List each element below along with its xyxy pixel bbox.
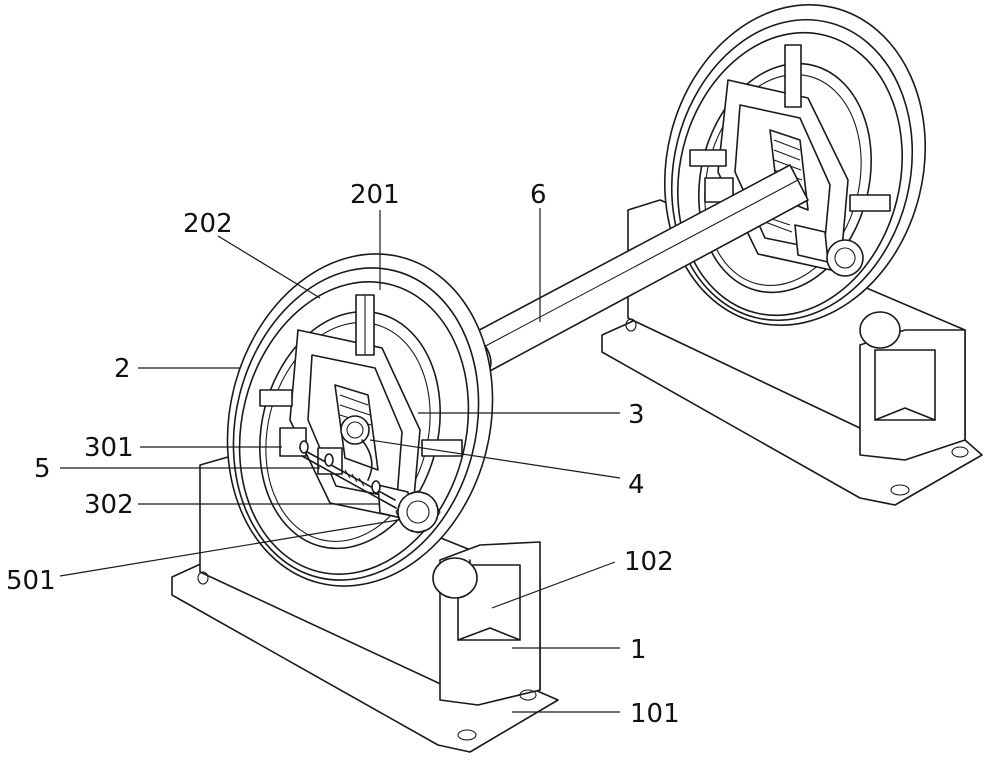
label-5: 5 xyxy=(34,454,51,484)
left-wheel xyxy=(226,253,494,587)
leader-501 xyxy=(59,519,399,577)
label-302: 302 xyxy=(84,490,134,520)
label-201: 201 xyxy=(350,180,400,210)
label-2: 2 xyxy=(114,354,131,384)
label-501: 501 xyxy=(6,566,56,596)
leader-lines xyxy=(59,208,621,713)
label-301: 301 xyxy=(84,433,134,463)
reference-labels: 201 202 6 2 3 301 5 4 302 501 102 1 101 xyxy=(6,180,680,729)
leader-202 xyxy=(217,235,321,299)
label-202: 202 xyxy=(183,209,233,239)
label-4: 4 xyxy=(628,470,645,500)
leader-102 xyxy=(491,561,616,609)
label-101: 101 xyxy=(630,699,680,729)
label-6: 6 xyxy=(530,180,547,210)
leader-4 xyxy=(369,439,621,479)
label-3: 3 xyxy=(628,400,645,430)
label-1: 1 xyxy=(630,635,647,665)
label-102: 102 xyxy=(624,547,674,577)
